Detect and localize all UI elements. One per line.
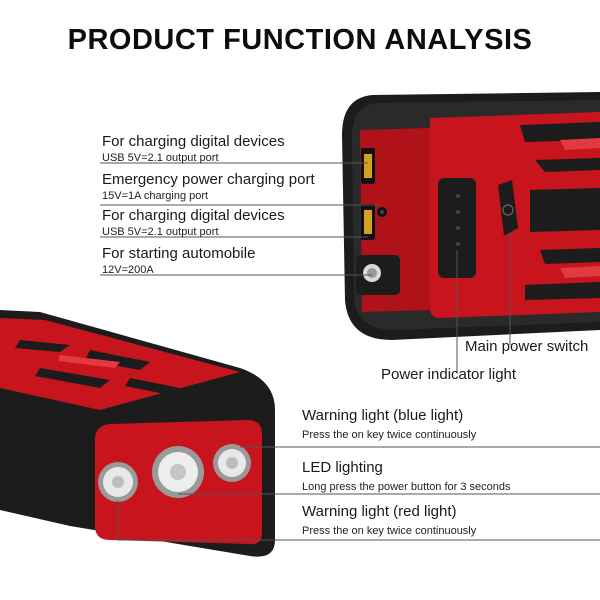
light-detail: Long press the power button for 3 second… [302,481,511,493]
led-center [152,446,204,498]
port-name: Emergency power charging port [102,171,315,188]
port-label-charging: Emergency power charging port 15V=1A cha… [102,171,315,203]
port-label-automobile: For starting automobile 12V=200A [102,245,255,277]
light-detail: Press the on key twice continuously [302,525,477,537]
port-detail: USB 5V=2.1 output port [102,226,219,238]
jump-starter-front-view [0,310,275,557]
light-label-led: LED lighting Long press the power button… [302,459,511,494]
port-name: For charging digital devices [102,207,285,224]
light-name: Warning light (blue light) [302,407,464,424]
light-label-red: Warning light (red light) Press the on k… [302,503,476,538]
jump-starter-side-view [342,92,600,340]
port-name: For charging digital devices [102,133,285,150]
led-right [213,444,251,482]
port-detail: 15V=1A charging port [102,190,209,202]
light-detail: Press the on key twice continuously [302,429,477,441]
port-label-usb-bottom: For charging digital devices USB 5V=2.1 … [102,207,285,239]
main-power-switch-label: Main power switch [465,338,589,355]
port-detail: USB 5V=2.1 output port [102,152,219,164]
port-label-usb-top: For charging digital devices USB 5V=2.1 … [102,133,285,165]
light-name: Warning light (red light) [302,503,457,520]
light-label-blue: Warning light (blue light) Press the on … [302,407,476,442]
power-indicator-light-label: Power indicator light [381,366,517,383]
port-name: For starting automobile [102,245,256,262]
light-name: LED lighting [302,459,383,476]
led-left [98,462,138,502]
port-detail: 12V=200A [102,264,154,276]
leader-lines [100,162,600,541]
page-title: PRODUCT FUNCTION ANALYSIS [67,24,533,56]
